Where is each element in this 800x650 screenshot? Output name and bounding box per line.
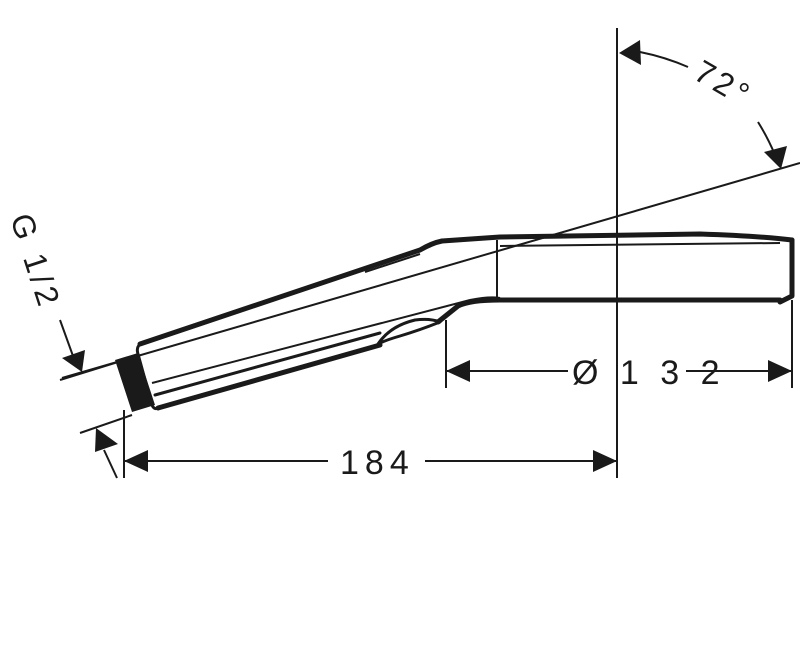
- diameter-dimension-label: Ø 1 3 2: [572, 354, 726, 392]
- length-dimension: 184: [124, 444, 617, 482]
- length-dimension-label: 184: [340, 444, 415, 482]
- shower-head: [435, 231, 795, 325]
- diameter-extension-lines: [445, 300, 793, 388]
- threaded-connector: [115, 353, 155, 412]
- angle-dimension-label: 72°: [689, 53, 759, 114]
- shower-handle: [135, 238, 501, 411]
- handle-axis-line: [61, 162, 800, 379]
- angle-dimension: 72°: [619, 40, 787, 169]
- thread-dimension-label: G 1/2: [3, 209, 68, 314]
- diameter-dimension: Ø 1 3 2: [446, 354, 792, 392]
- thread-dimension: G 1/2: [3, 209, 133, 479]
